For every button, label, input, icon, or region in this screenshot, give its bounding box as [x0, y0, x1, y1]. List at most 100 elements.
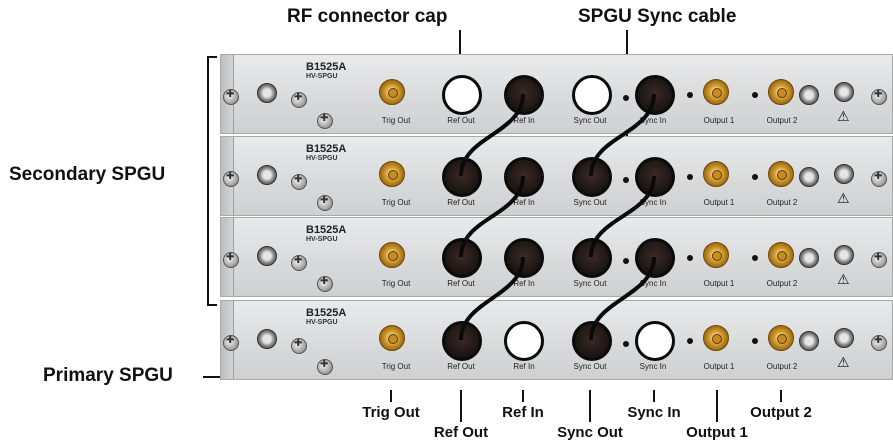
- callout-rf-connector-cap: RF connector cap: [287, 6, 447, 28]
- model-label: B1525A: [306, 143, 346, 155]
- port-label: Sync Out: [574, 116, 607, 125]
- primary-spgu-module: B1525AHV-SPGU⚠Trig OutRef OutRef InSync …: [220, 300, 893, 380]
- knob-icon: [257, 83, 277, 103]
- sma-connector-icon[interactable]: [703, 242, 729, 268]
- screw-icon: [291, 255, 307, 271]
- led-indicator: [623, 341, 629, 347]
- bnc-port[interactable]: [442, 238, 482, 278]
- port-label: Output 2: [767, 116, 798, 125]
- screw-icon: [871, 335, 887, 351]
- bnc-port[interactable]: [572, 321, 612, 361]
- port-leader-line: [653, 390, 655, 402]
- led-indicator: [623, 258, 629, 264]
- port-label: Ref Out: [447, 279, 475, 288]
- port-label: Sync In: [640, 279, 667, 288]
- led-indicator: [752, 255, 758, 261]
- bottom-port-label: Output 1: [686, 424, 748, 441]
- sma-connector-icon[interactable]: [768, 79, 794, 105]
- sma-connector-icon[interactable]: [703, 325, 729, 351]
- rf-connector-cap[interactable]: [504, 321, 544, 361]
- rf-connector-cap[interactable]: [572, 75, 612, 115]
- port-label: Sync Out: [574, 279, 607, 288]
- knob-icon: [834, 164, 854, 184]
- callout-spgu-sync-cable: SPGU Sync cable: [578, 6, 736, 28]
- port-label: Output 1: [704, 116, 735, 125]
- sub-model-label: HV-SPGU: [306, 236, 338, 243]
- sub-model-label: HV-SPGU: [306, 319, 338, 326]
- warning-icon: ⚠: [837, 355, 850, 371]
- port-leader-line: [589, 390, 591, 422]
- bottom-port-label: Output 2: [750, 404, 812, 421]
- sma-connector-icon[interactable]: [703, 79, 729, 105]
- warning-icon: ⚠: [837, 272, 850, 288]
- bnc-port[interactable]: [635, 157, 675, 197]
- sub-model-label: HV-SPGU: [306, 73, 338, 80]
- sma-connector-icon[interactable]: [379, 242, 405, 268]
- led-indicator: [687, 255, 693, 261]
- screw-icon: [291, 174, 307, 190]
- screw-icon: [317, 113, 333, 129]
- port-label: Sync Out: [574, 198, 607, 207]
- screw-icon: [317, 195, 333, 211]
- port-label: Output 1: [704, 362, 735, 371]
- bnc-port[interactable]: [572, 157, 612, 197]
- callout-secondary-spgu: Secondary SPGU: [9, 164, 165, 186]
- port-leader-line: [716, 390, 718, 422]
- sma-connector-icon[interactable]: [768, 161, 794, 187]
- sma-connector-icon[interactable]: [379, 79, 405, 105]
- port-label: Trig Out: [382, 362, 411, 371]
- sma-connector-icon[interactable]: [768, 325, 794, 351]
- knob-icon: [834, 245, 854, 265]
- knob-icon: [799, 331, 819, 351]
- port-label: Ref Out: [447, 198, 475, 207]
- rf-connector-cap[interactable]: [635, 321, 675, 361]
- port-label: Trig Out: [382, 116, 411, 125]
- bnc-port[interactable]: [504, 157, 544, 197]
- bottom-port-label: Sync In: [627, 404, 680, 421]
- port-label: Sync In: [640, 198, 667, 207]
- sma-connector-icon[interactable]: [379, 161, 405, 187]
- knob-icon: [257, 329, 277, 349]
- led-indicator: [623, 95, 629, 101]
- port-label: Output 2: [767, 279, 798, 288]
- knob-icon: [799, 167, 819, 187]
- port-label: Trig Out: [382, 198, 411, 207]
- rf-connector-cap[interactable]: [442, 75, 482, 115]
- bottom-port-label: Sync Out: [557, 424, 623, 441]
- model-label: B1525A: [306, 61, 346, 73]
- port-label: Ref In: [513, 362, 534, 371]
- screw-icon: [223, 89, 239, 105]
- sma-connector-icon[interactable]: [703, 161, 729, 187]
- screw-icon: [871, 252, 887, 268]
- bottom-port-label: Ref In: [502, 404, 544, 421]
- bnc-port[interactable]: [442, 321, 482, 361]
- led-indicator: [687, 92, 693, 98]
- bnc-port[interactable]: [635, 75, 675, 115]
- screw-icon: [317, 359, 333, 375]
- bnc-port[interactable]: [572, 238, 612, 278]
- knob-icon: [799, 85, 819, 105]
- screw-icon: [871, 89, 887, 105]
- sma-connector-icon[interactable]: [768, 242, 794, 268]
- port-leader-line: [460, 390, 462, 422]
- led-indicator: [687, 174, 693, 180]
- bnc-port[interactable]: [635, 238, 675, 278]
- warning-icon: ⚠: [837, 191, 850, 207]
- screw-icon: [291, 338, 307, 354]
- bnc-port[interactable]: [442, 157, 482, 197]
- knob-icon: [834, 82, 854, 102]
- port-label: Sync In: [640, 116, 667, 125]
- bottom-port-label: Ref Out: [434, 424, 488, 441]
- warning-icon: ⚠: [837, 109, 850, 125]
- port-label: Ref In: [513, 198, 534, 207]
- bnc-port[interactable]: [504, 75, 544, 115]
- led-indicator: [752, 92, 758, 98]
- bottom-port-label: Trig Out: [362, 404, 420, 421]
- sma-connector-icon[interactable]: [379, 325, 405, 351]
- screw-icon: [317, 276, 333, 292]
- screw-icon: [291, 92, 307, 108]
- bnc-port[interactable]: [504, 238, 544, 278]
- screw-icon: [223, 171, 239, 187]
- model-label: B1525A: [306, 224, 346, 236]
